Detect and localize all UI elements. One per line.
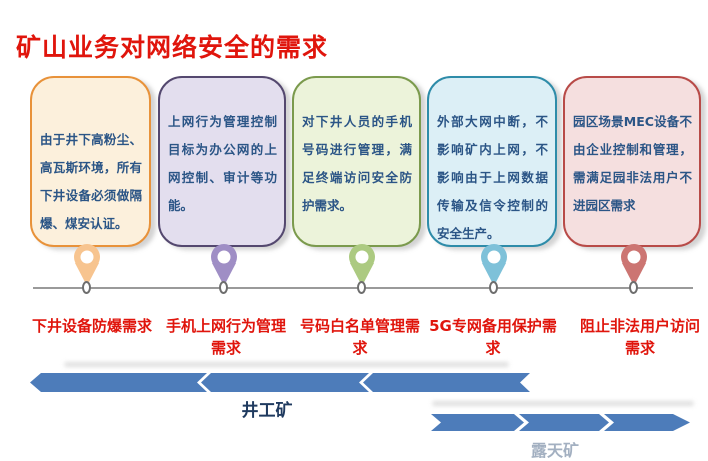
timeline-dot	[82, 281, 91, 294]
timeline-dot	[357, 281, 366, 294]
requirement-label-internet-behavior: 手机上网行为管理需求	[165, 317, 286, 357]
requirement-label-whitelist: 号码白名单管理需求	[299, 317, 420, 357]
requirement-label-illegal-user: 阻止非法用户访问需求	[579, 317, 700, 357]
band-shadow	[432, 401, 694, 406]
requirement-label-explosion-proof: 下井设备防爆需求	[31, 317, 152, 335]
card-text: 园区场景MEC设备不由企业控制和管理，需满足园非法用户不进园区需求	[573, 114, 692, 213]
card-mec-campus: 园区场景MEC设备不由企业控制和管理，需满足园非法用户不进园区需求	[563, 76, 701, 247]
map-pin-icon	[74, 244, 100, 286]
card-5g-backup: 外部大网中断，不影响矿内上网，不影响由于上网数据传输及信令控制的安全生产。	[427, 76, 557, 247]
timeline-dot	[629, 281, 638, 294]
timeline-dot	[219, 281, 228, 294]
map-pin-icon	[621, 244, 647, 286]
card-internet-behavior: 上网行为管理控制目标为办公网的上网控制、审计等功能。	[158, 76, 286, 247]
timeline-dot	[489, 281, 498, 294]
card-text: 由于井下高粉尘、高瓦斯环境，所有下井设备必须做隔爆、煤安认证。	[40, 132, 142, 231]
card-text: 上网行为管理控制目标为办公网的上网控制、审计等功能。	[168, 114, 277, 213]
band-shadow	[64, 362, 509, 367]
open-pit-mine-label: 露天矿	[530, 441, 579, 460]
card-phone-whitelist: 对下井人员的手机号码进行管理，满足终端访问安全防护需求。	[292, 76, 421, 247]
underground-mine-label: 井工矿	[241, 401, 293, 421]
map-pin-icon	[481, 244, 507, 286]
infographic-canvas: { "title": "矿山业务对网络安全的需求", "colors": { "…	[16, 33, 701, 460]
page-title: 矿山业务对网络安全的需求	[16, 33, 329, 62]
open-pit-mine-chevron-band	[431, 414, 690, 431]
card-text: 外部大网中断，不影响矿内上网，不影响由于上网数据传输及信令控制的安全生产。	[437, 114, 548, 241]
map-pin-icon	[211, 244, 237, 286]
card-downhole-devices: 由于井下高粉尘、高瓦斯环境，所有下井设备必须做隔爆、煤安认证。	[30, 76, 151, 247]
map-pin-icon	[349, 244, 375, 286]
requirement-label-5g-backup: 5G专网备用保护需求	[429, 317, 557, 357]
underground-mine-chevron-band	[30, 373, 530, 392]
card-text: 对下井人员的手机号码进行管理，满足终端访问安全防护需求。	[302, 114, 412, 213]
